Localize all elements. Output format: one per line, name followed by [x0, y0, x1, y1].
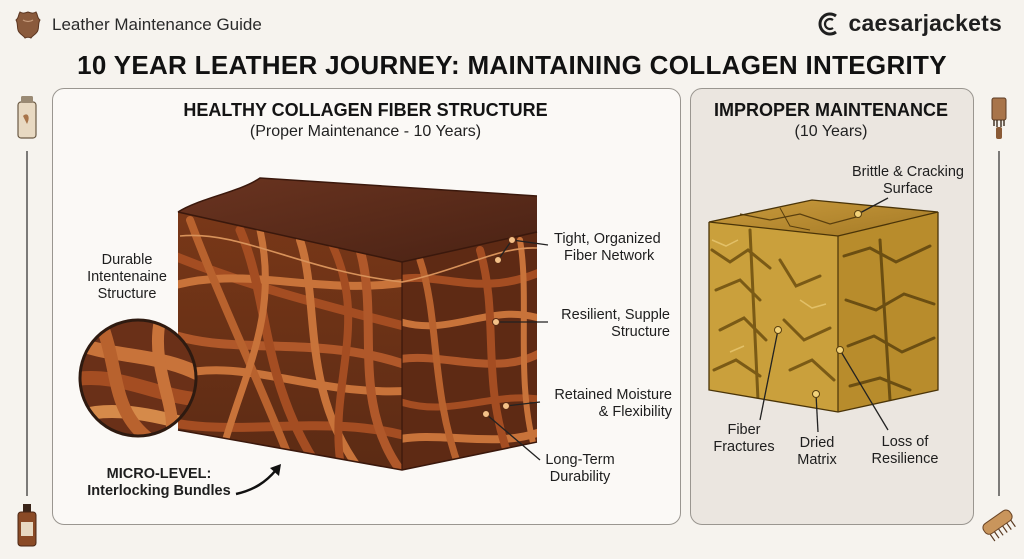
label-resilient-structure: Resilient, Supple Structure — [561, 307, 670, 340]
label-brittle-surface: Brittle & Cracking Surface — [851, 164, 964, 197]
improper-subtitle: (10 Years) — [794, 123, 868, 140]
healthy-leather-block — [177, 177, 538, 471]
page-title: 10 YEAR LEATHER JOURNEY: MAINTAINING COL… — [77, 50, 947, 80]
healthy-callout-dots — [482, 236, 516, 418]
degraded-callout-dots — [774, 210, 862, 398]
brush-icon — [991, 97, 1007, 139]
label-dried-matrix: Dried Matrix — [797, 435, 837, 468]
caesar-c-logo-icon — [819, 12, 838, 35]
micro-arrow-icon — [235, 464, 281, 496]
scrub-brush-icon — [982, 509, 1016, 542]
healthy-front-face — [178, 212, 402, 470]
label-loss-of-resilience: Loss of Resilience — [871, 434, 939, 467]
brand-name: caesarjackets — [848, 10, 1002, 36]
label-retained-moisture: Retained Moisture & Flexibility — [554, 387, 672, 420]
left-side-rail — [17, 96, 37, 547]
improper-title: IMPROPER MAINTENANCE — [713, 100, 948, 120]
right-side-rail — [982, 97, 1016, 542]
healthy-title: HEALTHY COLLAGEN FIBER STRUCTURE — [183, 100, 548, 120]
healthy-subtitle: (Proper Maintenance - 10 Years) — [249, 123, 482, 140]
cleaner-bottle-icon — [17, 504, 37, 547]
leather-hide-icon — [15, 11, 41, 39]
degraded-leather-block — [708, 199, 939, 413]
label-tight-network: Tight, Organized Fiber Network — [554, 231, 661, 264]
guide-label: Leather Maintenance Guide — [52, 15, 262, 34]
label-fiber-fractures: Fiber Fractures — [713, 422, 775, 455]
label-long-term-durability: Long-Term Durability — [545, 452, 615, 485]
healthy-right-face — [402, 232, 537, 470]
label-durable-structure: Durable Intentenaine Structure — [87, 252, 167, 302]
conditioner-tube-icon — [17, 96, 37, 139]
degraded-right-face — [838, 212, 938, 412]
degraded-front-face — [709, 222, 838, 412]
degraded-callout-lines — [759, 197, 889, 433]
brand: caesarjackets — [816, 10, 1002, 37]
label-micro-level: MICRO-LEVEL: Interlocking Bundles — [87, 466, 231, 499]
